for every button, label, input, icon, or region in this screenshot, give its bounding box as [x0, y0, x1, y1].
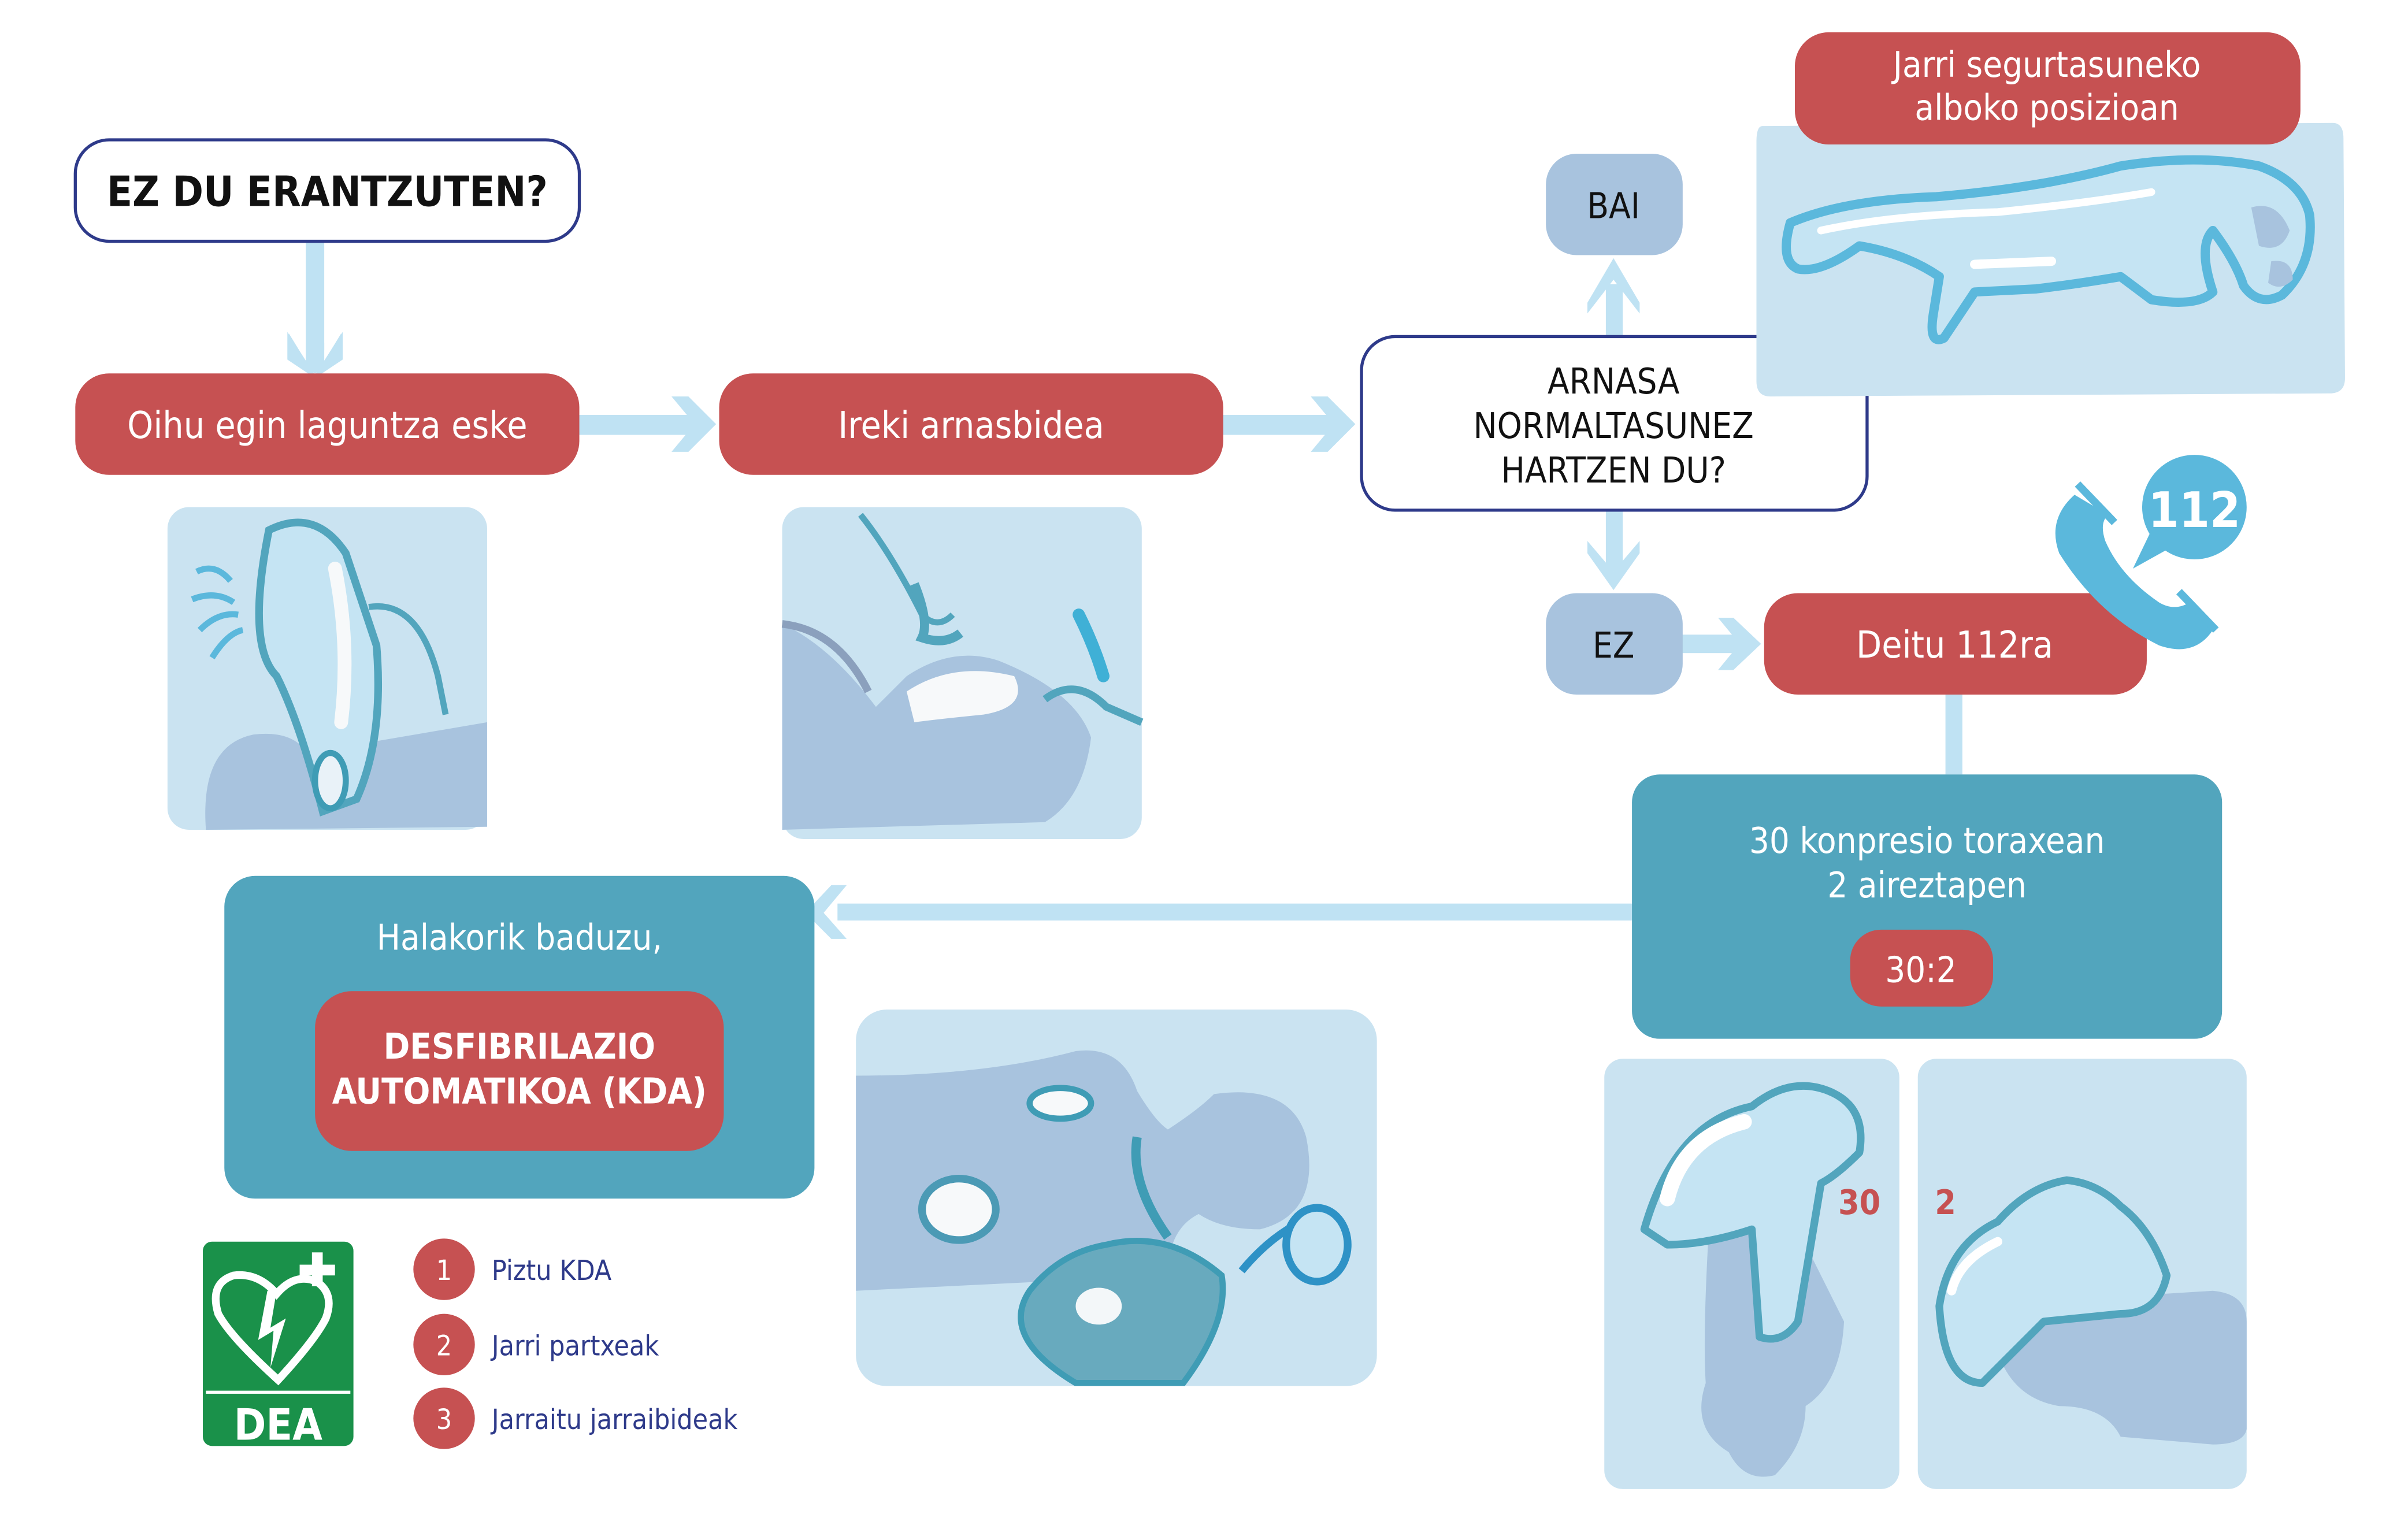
- speech-bubble-icon: 112: [2132, 455, 2247, 569]
- recovery-line-1: Jarri segurtasuneko: [1891, 44, 2201, 86]
- call-112-node[interactable]: Deitu 112ra: [1764, 593, 2147, 695]
- heart-icon: [212, 1271, 333, 1386]
- breathing-question-line-3: HARTZEN DU?: [1501, 450, 1726, 491]
- recovery-position-panel: [1756, 123, 2345, 397]
- recovery-position-node[interactable]: Jarri segurtasuneko alboko posizioan: [1794, 32, 2301, 145]
- person-shouting-illustration: [167, 507, 487, 830]
- aed-step: 2 Jarri partxeak: [413, 1313, 659, 1376]
- cpr-line-2: 2 aireztapen: [1827, 865, 2026, 906]
- aed-steps-list: 1 Piztu KDA 2 Jarri partxeak 3 Jarraitu …: [413, 1238, 738, 1449]
- chest-compression-illustration: 30: [1604, 1059, 1899, 1489]
- breathing-question-line-1: ARNASA: [1548, 361, 1680, 402]
- no-node[interactable]: EZ: [1546, 593, 1683, 695]
- aed-step: 3 Jarraitu jarraibideak: [413, 1387, 738, 1449]
- aed-title-badge: DESFIBRILAZIO AUTOMATIKOA (KDA): [315, 991, 724, 1151]
- aed-node[interactable]: Halakorik baduzu, DESFIBRILAZIO AUTOMATI…: [224, 875, 815, 1199]
- arrow-no-to-call: [1679, 618, 1761, 670]
- aed-title-line-2: AUTOMATIKOA (KDA): [332, 1071, 707, 1112]
- cpr-ratio-badge: 30:2: [1850, 929, 1994, 1007]
- phone-call-illustration: 112: [2055, 455, 2247, 650]
- aed-step-text: Jarraitu jarraibideak: [490, 1404, 738, 1436]
- recovery-position-illustration: [1782, 155, 2315, 344]
- aed-step-number: 2: [436, 1330, 452, 1362]
- arrow-cpr-to-aed: [805, 885, 1634, 939]
- start-node[interactable]: EZ DU ERANTZUTEN?: [73, 138, 581, 243]
- breathing-question-line-2: NORMALTASUNEZ: [1474, 406, 1754, 447]
- arrow-shout-to-airway: [579, 396, 717, 452]
- aed-step-number: 3: [436, 1404, 452, 1436]
- aed-pads-illustration: [856, 1010, 1377, 1386]
- breathing-question-node[interactable]: ARNASA NORMALTASUNEZ HARTZEN DU?: [1360, 335, 1869, 512]
- arrow-start-to-shout: [287, 243, 343, 378]
- arrow-airway-to-question: [1222, 396, 1356, 452]
- yes-node[interactable]: BAI: [1546, 153, 1683, 255]
- yes-node-label: BAI: [1587, 186, 1640, 227]
- rescue-breath-illustration: 2: [1917, 1059, 2247, 1489]
- open-airway-node-label: Ireki arnasbidea: [838, 404, 1104, 447]
- aed-step: 1 Piztu KDA: [413, 1238, 612, 1300]
- start-node-label: EZ DU ERANTZUTEN?: [107, 167, 548, 216]
- aed-step-number: 1: [436, 1255, 452, 1287]
- aed-step-text: Jarri partxeak: [490, 1330, 659, 1362]
- cpr-line-1: 30 konpresio toraxean: [1749, 821, 2105, 862]
- phone-icon: [2055, 481, 2219, 650]
- compressions-count: 30: [1838, 1183, 1880, 1222]
- connector-call-to-cpr: [1945, 695, 1962, 775]
- aed-intro: Halakorik baduzu,: [377, 917, 662, 958]
- breaths-count: 2: [1935, 1183, 1956, 1222]
- recovery-line-2: alboko posizioan: [1914, 87, 2179, 128]
- aed-step-text: Piztu KDA: [492, 1255, 612, 1287]
- phone-badge-number: 112: [2148, 482, 2240, 539]
- call-112-node-label: Deitu 112ra: [1856, 624, 2053, 667]
- arrow-question-to-yes: [1587, 258, 1640, 339]
- no-node-label: EZ: [1593, 625, 1634, 666]
- open-airway-node[interactable]: Ireki arnasbidea: [719, 373, 1223, 475]
- open-airway-illustration: [781, 507, 1144, 839]
- arrow-question-to-no: [1587, 510, 1640, 591]
- cpr-node[interactable]: 30 konpresio toraxean 2 aireztapen 30:2: [1632, 774, 2223, 1039]
- shout-node-label: Oihu egin laguntza eske: [127, 404, 527, 447]
- aed-title-line-1: DESFIBRILAZIO: [384, 1026, 655, 1067]
- shout-node[interactable]: Oihu egin laguntza eske: [75, 373, 580, 475]
- lightning-icon: [258, 1290, 286, 1368]
- arrows: [287, 243, 1962, 939]
- cpr-ratio-label: 30:2: [1885, 949, 1957, 990]
- dea-sign: DEA: [203, 1241, 354, 1450]
- dea-label: DEA: [234, 1400, 322, 1450]
